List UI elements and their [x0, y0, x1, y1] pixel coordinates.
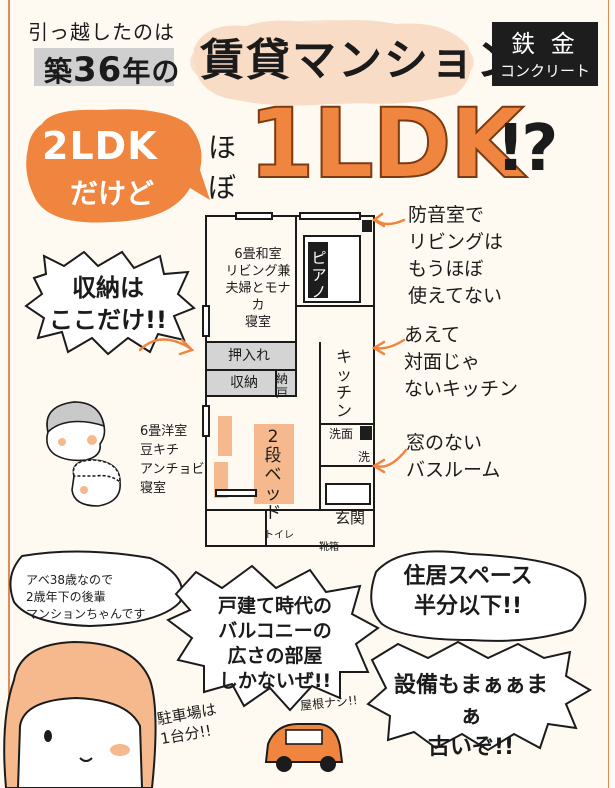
bubble-line: 設備もまぁぁまぁ — [393, 673, 548, 729]
bottom-bubbles — [9, 550, 592, 772]
label-japanese-room: 6畳和室 リビング兼 夫婦とモナカ 寝室 — [220, 246, 296, 331]
hobo-text: ほぼ — [208, 131, 237, 204]
floorplan — [202, 212, 375, 547]
intro-text: 引っ越したのは — [28, 20, 175, 44]
label-oshiire: 押入れ — [228, 348, 270, 364]
note-line: あえて — [404, 324, 461, 346]
balcony-bubble-text: 戸建て時代の バルコニーの 広さの部屋 しかないぜ!! — [190, 594, 360, 694]
note-line: 防音室で — [408, 204, 485, 226]
bubble-line: 半分以下!! — [413, 594, 523, 619]
label-line: 6畳洋室 — [140, 424, 188, 439]
label-line: 6畳和室 — [234, 247, 282, 262]
label-toilet: トイレ — [264, 530, 294, 541]
panel-border-right — [607, 0, 609, 788]
building-age: 築36年の — [44, 50, 180, 90]
label-bunk-bed: 2段ベッド — [264, 427, 282, 523]
annotation-arrows — [138, 212, 408, 474]
bubble-line: しかないぜ!! — [218, 670, 332, 692]
stated-suffix: だけど — [70, 177, 155, 210]
note-bathroom: 窓のない バスルーム — [406, 430, 526, 484]
structure-tag-bottom: コンクリート — [499, 62, 590, 80]
note-line: 窓のない — [406, 432, 483, 454]
note-line: もうほぼ — [408, 258, 484, 280]
label-nando: 納戸 — [275, 372, 288, 400]
bubble-line: 住居スペース — [403, 564, 533, 589]
label-entrance: 玄関 — [334, 509, 365, 527]
label-line: 寝室 — [140, 481, 167, 496]
bubble-line: 広さの部屋 — [227, 645, 323, 667]
orange-speech-bubble — [26, 109, 211, 223]
note-kitchen: あえて 対面じゃ ないキッチン — [404, 322, 524, 403]
structure-tag-top: 鉄 金 — [511, 30, 579, 58]
age-note: アベ38歳なので 2歳年下の後輩 マンションちゃんです — [26, 572, 176, 623]
note-line: 2歳年下の後輩 — [26, 590, 106, 604]
bubble-line: 古いぞ!! — [427, 735, 515, 760]
label-line: 夫婦とモナカ — [225, 281, 291, 313]
note-line: リビングは — [408, 231, 504, 253]
label-storage: 収納 — [230, 375, 258, 391]
storage-speech-bubble — [24, 250, 196, 356]
age-number: 36 — [73, 50, 123, 90]
note-line: アベ38歳なので — [26, 573, 114, 587]
label-washroom: 洗面 — [328, 427, 353, 441]
note-piano-room: 防音室で リビングは もうほぼ 使えてない — [408, 202, 578, 310]
note-line: バスルーム — [406, 459, 501, 481]
stated-layout: 2LDK — [42, 124, 158, 168]
author-character — [3, 640, 157, 788]
label-line: リビング兼 — [225, 264, 291, 279]
label-western-room: 6畳洋室 豆キチ アンチョビ 寝室 — [140, 422, 230, 498]
label-line: 寝室 — [244, 315, 271, 330]
label-shoe-box: 靴箱 — [319, 542, 339, 553]
bubble-line: 収納は — [72, 274, 144, 302]
storage-bubble-text: 収納は ここだけ!! — [48, 272, 168, 336]
note-line: 対面じゃ — [404, 351, 481, 373]
living-space-bubble-text: 住居スペース 半分以下!! — [378, 562, 558, 622]
note-line: マンションちゃんです — [26, 607, 146, 621]
panel-border-left — [8, 0, 10, 788]
label-line: 豆キチ — [140, 443, 180, 458]
note-line: 使えてない — [408, 285, 503, 307]
facilities-bubble-text: 設備もまぁぁまぁ 古いぞ!! — [386, 670, 556, 763]
title-cloud-shape — [190, 20, 474, 106]
age-prefix: 築 — [44, 55, 74, 88]
label-wash: 洗 — [357, 450, 370, 464]
note-line: ないキッチン — [404, 378, 519, 400]
family-characters — [46, 401, 121, 507]
actual-layout: 1LDK — [247, 87, 525, 201]
structure-tag — [492, 22, 598, 86]
label-line: アンチョビ — [140, 462, 205, 477]
bubble-line: バルコニーの — [218, 620, 332, 642]
title-apartment: 賃貸マンション — [200, 35, 522, 86]
age-highlight-box — [34, 48, 174, 86]
bubble-line: ここだけ!! — [49, 306, 167, 334]
label-kitchen: キッチン — [335, 347, 352, 420]
age-suffix: 年の — [122, 55, 181, 88]
label-piano: ピアノ — [311, 249, 327, 301]
exclamation-question-marks: !? — [496, 112, 558, 186]
bubble-line: 戸建て時代の — [217, 595, 332, 617]
